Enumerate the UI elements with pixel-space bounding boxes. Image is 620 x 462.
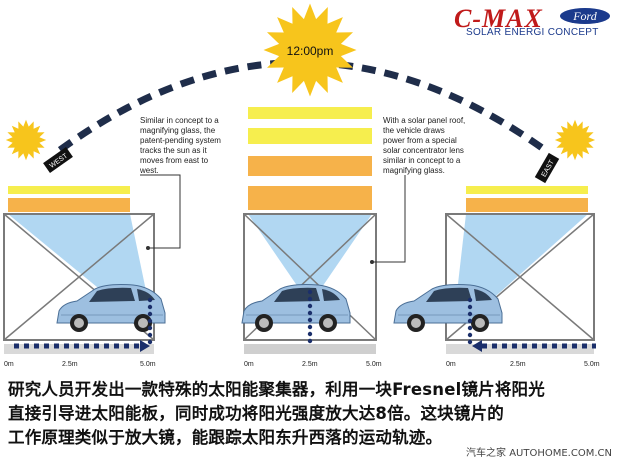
sun-time-label: 12:00pm	[287, 44, 334, 58]
logo-subtitle: SOLAR ENERGI CONCEPT	[466, 27, 599, 38]
ford-badge: Ford	[560, 8, 610, 24]
lens-band-yellow	[466, 186, 588, 194]
note-line: the vehicle draws	[383, 126, 445, 135]
note-tracking-system: Similar in concept to a magnifying glass…	[140, 116, 240, 176]
floor-track	[244, 344, 376, 354]
sun-noon-icon	[263, 3, 357, 97]
note-line: west.	[140, 166, 159, 175]
note-line: power from a special	[383, 136, 457, 145]
motion-arrow-right	[472, 340, 596, 352]
tick-label: 2.5m	[62, 361, 78, 368]
tick-label: 2.5m	[510, 361, 526, 368]
caption: 研究人员开发出一款特殊的太阳能聚集器，利用一块Fresnel镜片将阳光 直接引导…	[8, 378, 616, 450]
note-solar-roof: With a solar panel roof, the vehicle dra…	[383, 116, 483, 176]
lens-band-yellow	[248, 128, 372, 144]
note-line: magnifying glass.	[383, 166, 445, 175]
lens-band-orange	[8, 198, 130, 212]
solar-diagram: 12:00pm WEST EAST	[3, 3, 600, 368]
lens-band-yellow	[8, 186, 130, 194]
caption-line: 直接引导进太阳能板，同时成功将阳光强度放大达8倍。这块镜片的	[8, 404, 504, 423]
dot-column	[467, 297, 473, 345]
note-line: tracks the sun as it	[140, 146, 207, 155]
logo-title: C-MAX	[454, 4, 543, 33]
caption-line: 研究人员开发出一款特殊的太阳能聚集器，利用一块Fresnel镜片将阳光	[8, 380, 545, 399]
lens-band-yellow	[248, 107, 372, 119]
west-tag: WEST	[43, 147, 73, 173]
tick-label: 0m	[4, 361, 14, 368]
note-line: patent-pending system	[140, 136, 221, 145]
dot-column	[307, 289, 313, 344]
frame	[445, 213, 595, 341]
car-left	[56, 284, 166, 332]
frame	[3, 213, 155, 341]
logo: C-MAX Ford SOLAR ENERGI CONCEPT	[448, 4, 616, 44]
pointer-line	[372, 175, 406, 263]
sun-beam	[455, 214, 588, 310]
footer-watermark: 汽车之家 AUTOHOME.COM.CN	[466, 448, 612, 459]
floor-track	[446, 344, 594, 354]
car-middle	[241, 284, 351, 332]
note-line: magnifying glass, the	[140, 126, 216, 135]
floor-track	[4, 344, 154, 354]
note-line: Similar in concept to a	[140, 116, 219, 125]
sun-left-icon	[5, 119, 47, 161]
pointer-line	[140, 174, 181, 249]
lens-band-orange	[466, 198, 588, 212]
east-tag: EAST	[534, 152, 560, 184]
tick-label: 0m	[244, 361, 254, 368]
note-line: solar concentrator lens	[383, 146, 464, 155]
tick-label: 2.5m	[302, 361, 318, 368]
dot-column	[147, 297, 153, 345]
sun-beam	[248, 214, 372, 290]
tick-label: 5.0m	[584, 361, 600, 368]
note-line: With a solar panel roof,	[383, 116, 466, 125]
frame-brace	[3, 213, 155, 341]
lens-band-orange	[248, 186, 372, 210]
sun-right-icon	[554, 119, 596, 161]
car-right	[393, 284, 503, 332]
tick-label: 5.0m	[366, 361, 382, 368]
lens-band-orange	[248, 156, 372, 176]
note-line: similar in concept to a	[383, 156, 461, 165]
note-line: moves from east to	[140, 156, 209, 165]
tick-label: 5.0m	[140, 361, 156, 368]
motion-arrow-left	[14, 340, 150, 352]
tick-label: 0m	[446, 361, 456, 368]
caption-line: 工作原理类似于放大镜，能跟踪太阳东升西落的运动轨迹。	[8, 428, 443, 447]
